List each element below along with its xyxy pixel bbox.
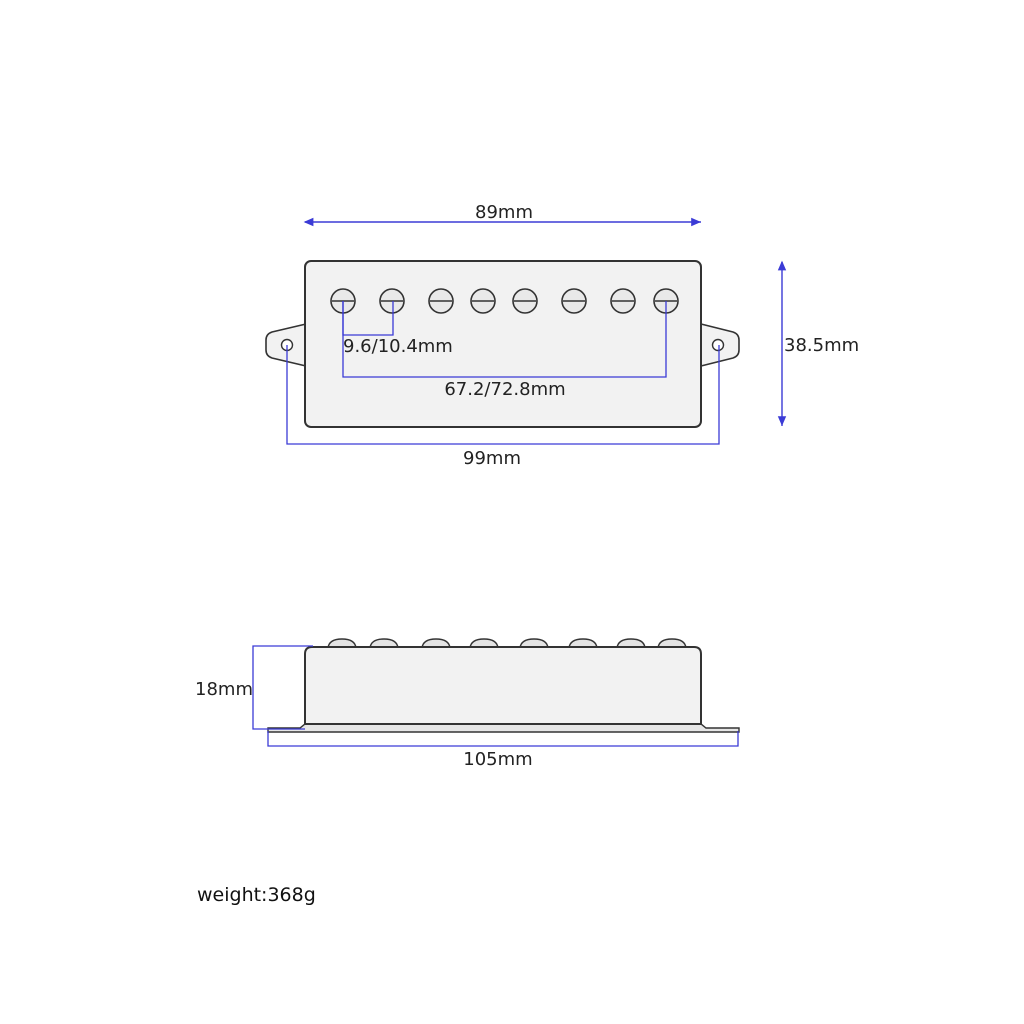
pole-piece-side bbox=[369, 638, 399, 649]
pole-piece-side bbox=[616, 638, 646, 649]
side-length-dimension-line bbox=[267, 731, 739, 747]
outer-poles-label: 67.2/72.8mm bbox=[444, 379, 565, 400]
pole-piece bbox=[610, 288, 636, 314]
pole-spacing-label: 9.6/10.4mm bbox=[343, 336, 453, 357]
outer-poles-dimension-line bbox=[342, 301, 667, 378]
pole-piece-side bbox=[657, 638, 687, 649]
side-height-label: 18mm bbox=[195, 679, 253, 700]
right-mounting-hole bbox=[711, 338, 725, 352]
pole-piece bbox=[428, 288, 454, 314]
width-label: 89mm bbox=[475, 202, 533, 223]
pole-piece-side bbox=[568, 638, 598, 649]
pole-piece-side bbox=[519, 638, 549, 649]
side-length-label: 105mm bbox=[463, 749, 532, 770]
mount-holes-label: 99mm bbox=[463, 448, 521, 469]
side-view: 18mm 105mm bbox=[195, 638, 740, 770]
base-plate bbox=[267, 723, 740, 733]
pole-pieces-top bbox=[330, 288, 679, 314]
pole-piece bbox=[561, 288, 587, 314]
pole-pieces-side bbox=[327, 638, 687, 649]
pole-piece bbox=[512, 288, 538, 314]
height-label: 38.5mm bbox=[784, 335, 859, 356]
side-height-dimension-line bbox=[252, 645, 313, 730]
pole-piece-side bbox=[421, 638, 451, 649]
pole-piece-side bbox=[327, 638, 357, 649]
pole-piece-side bbox=[469, 638, 499, 649]
pole-piece bbox=[379, 288, 405, 314]
top-view: 89mm 38.5mm 9.6/10.4mm 67.2/72.8mm 99mm bbox=[265, 202, 859, 469]
mount-holes-dimension-line bbox=[286, 345, 720, 445]
pickup-body-side bbox=[304, 646, 702, 725]
pole-piece bbox=[470, 288, 496, 314]
weight-label: weight:368g bbox=[197, 884, 316, 906]
